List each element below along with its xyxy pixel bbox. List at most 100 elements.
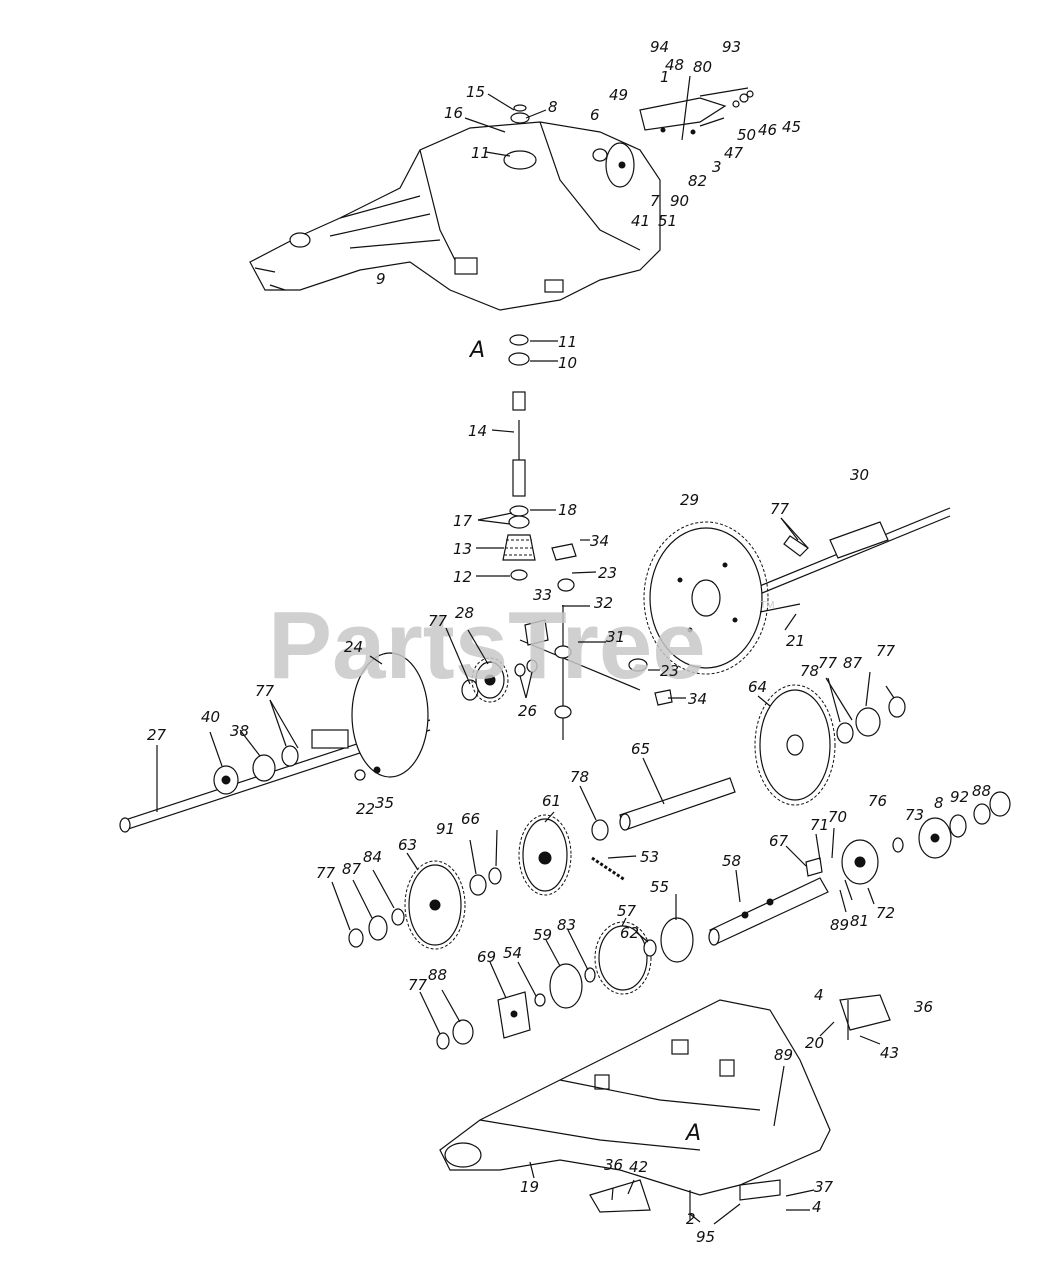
callout-77-d: 77 <box>876 642 896 660</box>
callout-34-b: 34 <box>688 690 707 708</box>
callout-19: 19 <box>520 1178 539 1196</box>
callout-28: 28 <box>455 604 474 622</box>
callout-76: 76 <box>868 792 887 810</box>
callout-61: 61 <box>542 792 561 810</box>
callout-34-a: 34 <box>590 532 609 550</box>
callout-14: 14 <box>468 422 487 440</box>
callout-78-b: 78 <box>570 768 589 786</box>
callout-23-a: 23 <box>598 564 617 582</box>
callout-1: 1 <box>660 68 670 86</box>
callout-66: 66 <box>461 810 480 828</box>
callout-51: 51 <box>658 212 677 230</box>
callout-83: 83 <box>557 916 576 934</box>
callout-55: 55 <box>650 878 669 896</box>
callout-77-a: 77 <box>770 500 790 518</box>
callout-94: 94 <box>650 38 669 56</box>
callout-45: 45 <box>782 118 801 136</box>
callout-71: 71 <box>810 816 829 834</box>
callout-67: 67 <box>769 832 789 850</box>
callout-17: 17 <box>453 512 473 530</box>
callout-91: 91 <box>436 820 455 838</box>
callout-87-b: 87 <box>342 860 362 878</box>
callout-77-e: 77 <box>255 682 275 700</box>
callout-49: 49 <box>609 86 628 104</box>
callout-77-f: 77 <box>316 864 336 882</box>
callout-88-b: 88 <box>428 966 447 984</box>
callout-4-bottom: 4 <box>812 1198 822 1216</box>
callout-33: 33 <box>533 586 552 604</box>
callout-10: 10 <box>558 354 577 372</box>
callout-78-a: 78 <box>800 662 819 680</box>
callout-35: 35 <box>375 794 394 812</box>
callout-8-top: 8 <box>548 98 558 116</box>
callout-15: 15 <box>466 83 485 101</box>
callout-9: 9 <box>376 270 386 288</box>
callout-57: 57 <box>617 902 637 920</box>
callout-21: 21 <box>786 632 805 650</box>
callout-84: 84 <box>363 848 382 866</box>
leader-lines <box>156 93 895 1225</box>
watermark-trademark: TM <box>760 600 774 611</box>
callout-27: 27 <box>147 726 167 744</box>
callout-labels: 94 93 48 1 80 49 45 15 8 6 46 16 50 47 1… <box>147 38 991 1246</box>
upper-housing <box>249 121 661 311</box>
pinion-shaft-stack <box>502 334 536 581</box>
callout-11-top: 11 <box>471 144 490 162</box>
callout-95: 95 <box>696 1228 715 1246</box>
callout-23-b: 23 <box>660 662 679 680</box>
callout-41: 41 <box>631 212 650 230</box>
callout-24: 24 <box>344 638 363 656</box>
watermark-text: PartsTree <box>268 592 706 699</box>
callout-11-mid: 11 <box>558 333 577 351</box>
callout-22: 22 <box>356 800 375 818</box>
callout-4-top: 4 <box>814 986 824 1004</box>
callout-73: 73 <box>905 806 924 824</box>
callout-20: 20 <box>805 1034 824 1052</box>
callout-77-g: 77 <box>408 976 428 994</box>
callout-50: 50 <box>737 126 756 144</box>
callout-2: 2 <box>686 1210 696 1228</box>
callout-81: 81 <box>850 912 869 930</box>
section-marker-top: A <box>468 338 485 363</box>
callout-30: 30 <box>850 466 869 484</box>
callout-47: 47 <box>724 144 744 162</box>
callout-42: 42 <box>629 1158 648 1176</box>
callout-48: 48 <box>665 56 684 74</box>
callout-89-b: 89 <box>774 1046 793 1064</box>
callout-62: 62 <box>620 924 639 942</box>
callout-53: 53 <box>640 848 659 866</box>
callout-40: 40 <box>201 708 220 726</box>
callout-32: 32 <box>594 594 613 612</box>
callout-90: 90 <box>670 192 689 210</box>
shaft-58 <box>708 791 1011 946</box>
callout-8-mid: 8 <box>934 794 944 812</box>
bevel-gear-group <box>436 917 694 1050</box>
callout-16: 16 <box>444 104 463 122</box>
callout-89-a: 89 <box>830 916 849 934</box>
callout-7: 7 <box>650 192 660 210</box>
callout-12: 12 <box>453 568 472 586</box>
shift-linkage-parts <box>510 75 754 162</box>
callout-59: 59 <box>533 926 552 944</box>
callout-65: 65 <box>631 740 650 758</box>
callout-58: 58 <box>722 852 741 870</box>
callout-77-b: 77 <box>428 612 448 630</box>
callout-13: 13 <box>453 540 472 558</box>
callout-37: 37 <box>814 1178 834 1196</box>
callout-87-a: 87 <box>843 654 863 672</box>
callout-43: 43 <box>880 1044 899 1062</box>
callout-72: 72 <box>876 904 895 922</box>
callout-29: 29 <box>680 491 699 509</box>
callout-3: 3 <box>712 158 722 176</box>
callout-69: 69 <box>477 948 496 966</box>
lower-housing <box>439 994 891 1220</box>
callout-36-a: 36 <box>914 998 933 1016</box>
callout-54: 54 <box>503 944 522 962</box>
callout-31: 31 <box>606 628 625 646</box>
callout-18: 18 <box>558 501 577 519</box>
left-axle-assembly <box>119 652 538 833</box>
callout-36-b: 36 <box>604 1156 623 1174</box>
callout-77-c: 77 <box>818 654 838 672</box>
